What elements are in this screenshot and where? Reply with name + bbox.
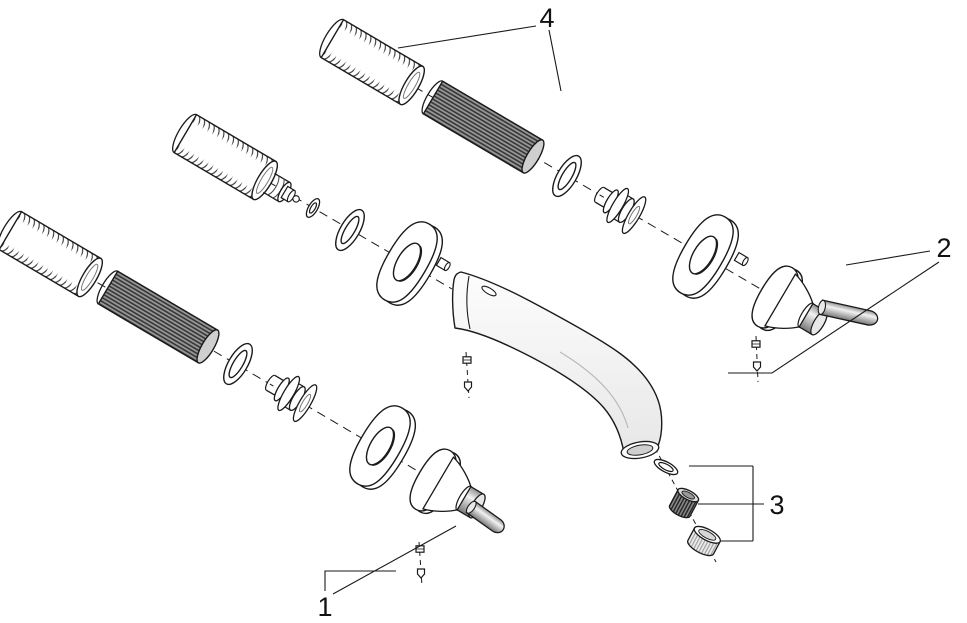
- set-screw: [463, 381, 473, 392]
- spout-outlet: [620, 440, 660, 460]
- handle-lever: [817, 299, 879, 326]
- callout-2-leader: [728, 250, 940, 374]
- aerator-insert: [666, 485, 702, 521]
- assembly-left-valve: [0, 207, 505, 579]
- aerator-housing: [684, 522, 724, 560]
- knurled-extension-sleeve: [92, 267, 224, 367]
- ribbed-extension-hose: [0, 207, 108, 301]
- aerator-seal-ring: [651, 455, 681, 479]
- callout-1-label: 1: [317, 592, 332, 622]
- callout-3-label: 3: [769, 490, 784, 520]
- set-screw: [752, 361, 762, 372]
- escutcheon-plate: [339, 397, 426, 498]
- wall-union-stack: [256, 362, 322, 425]
- wall-union-stack: [585, 174, 651, 237]
- spout-body: [451, 271, 663, 454]
- lever-handle-left: [401, 442, 505, 539]
- assembly-top-valve: [314, 15, 879, 372]
- spout-crease: [559, 351, 629, 429]
- axis-screws-right: [755, 335, 759, 383]
- o-ring-small: [303, 196, 323, 220]
- spout-flange-edge: [466, 275, 471, 330]
- callout-4-leader: [397, 25, 562, 92]
- aerator-assembly: [651, 455, 724, 560]
- wall-mounted-spout: [451, 271, 663, 460]
- set-screw: [751, 340, 761, 348]
- o-ring: [546, 150, 588, 202]
- escutcheon-plate: [662, 206, 749, 307]
- lever-arm: [465, 500, 505, 534]
- lever-handle-right: [743, 259, 879, 356]
- axis-screws-left: [418, 541, 423, 587]
- o-ring: [217, 338, 259, 390]
- outlet-bore: [626, 444, 654, 456]
- callouts: 4 2 3 1: [317, 3, 951, 622]
- handle-lever: [465, 500, 505, 534]
- callout-3-leader: [689, 465, 764, 542]
- lever-arm: [818, 299, 879, 326]
- callout-1-leader: [324, 525, 457, 595]
- callout-2-label: 2: [936, 233, 951, 263]
- spout-logo-oval: [481, 285, 497, 297]
- callout-4-label: 4: [539, 3, 554, 33]
- knurled-extension-sleeve: [417, 77, 549, 177]
- set-screw: [462, 356, 472, 364]
- set-screw: [435, 256, 452, 273]
- o-ring: [329, 204, 371, 256]
- lever-joint: [817, 299, 827, 316]
- ribbed-extension-hose: [167, 110, 283, 204]
- lever-joint: [465, 500, 477, 514]
- set-screw: [733, 251, 750, 268]
- set-screw: [416, 568, 426, 579]
- set-screw: [415, 545, 425, 553]
- ribbed-extension-hose: [314, 15, 430, 109]
- assembly-spout: [167, 110, 724, 560]
